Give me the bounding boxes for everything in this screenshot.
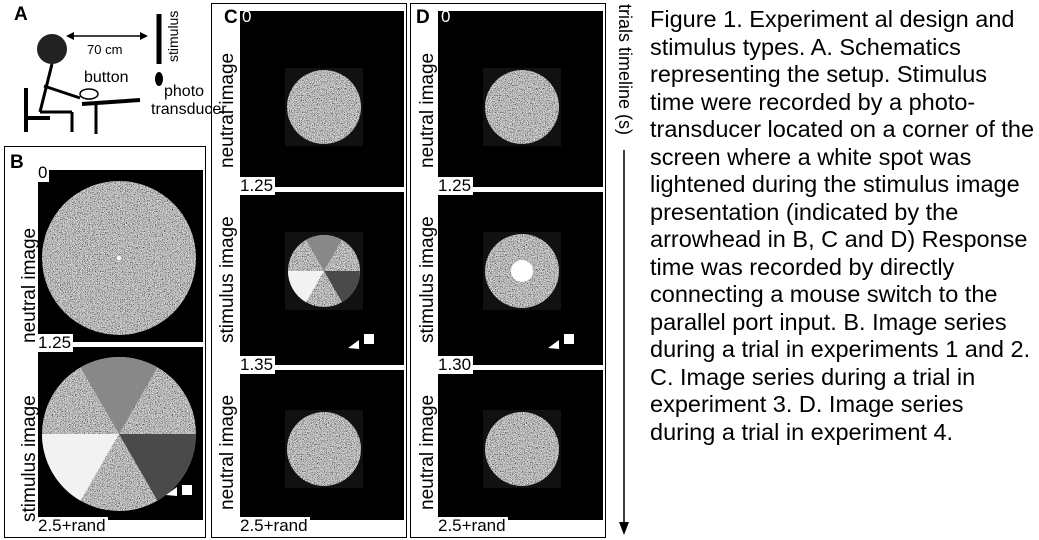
panel-c-time-0: 0 xyxy=(242,7,252,26)
panel-b-stimulus-frame xyxy=(38,347,203,520)
panel-c-label-mid: stimulus image xyxy=(217,216,238,343)
panel-a-letter: A xyxy=(14,4,28,25)
panel-c-time-3: 2.5+rand xyxy=(238,516,310,535)
figure-caption: Figure 1. Experiment al design and stimu… xyxy=(650,6,1035,445)
panel-c-label-bot: neutral image xyxy=(217,394,238,510)
panel-c-neutral-frame-2 xyxy=(240,370,404,520)
panel-b-letter: B xyxy=(10,152,24,173)
panel-d-neutral-frame-2 xyxy=(438,370,603,520)
panel-c-label-top: neutral image xyxy=(217,52,238,168)
setup-schematic xyxy=(24,14,163,134)
stimulus-label: stimulus xyxy=(165,10,181,62)
distance-label: 70 cm xyxy=(87,42,123,57)
panel-d-label-mid: stimulus image xyxy=(417,216,438,343)
panel-c-stimulus-frame xyxy=(240,192,404,365)
panel-d-time-1: 1.25 xyxy=(436,176,474,195)
panel-d-stimulus-frame xyxy=(438,192,603,365)
panel-b-label-neutral: neutral image xyxy=(19,227,40,343)
panel-d-letter: D xyxy=(416,7,430,28)
panel-d-time-0: 0 xyxy=(441,7,451,26)
panel-d-label-bot: neutral image xyxy=(417,394,438,510)
panel-d-time-2: 1.30 xyxy=(436,355,474,374)
panel-b-label-stimulus: stimulus image xyxy=(19,395,40,522)
panel-b-time-0: 0 xyxy=(36,163,50,182)
panel-c-letter: C xyxy=(224,7,238,28)
panel-d-time-3: 2.5+rand xyxy=(436,516,508,535)
panel-c-time-1: 1.25 xyxy=(238,176,276,195)
panel-c-neutral-frame-1 xyxy=(240,11,404,187)
timeline-arrow xyxy=(619,150,629,535)
panel-c-time-2: 1.35 xyxy=(238,355,276,374)
panel-b-time-2: 2.5+rand xyxy=(36,516,108,535)
panel-d-label-top: neutral image xyxy=(417,52,438,168)
button-label: button xyxy=(84,69,129,86)
photo-label: photo xyxy=(164,83,205,100)
panel-d-neutral-frame-1 xyxy=(438,11,603,187)
panel-b-time-1: 1.25 xyxy=(36,333,74,352)
transducer-label: transducer xyxy=(151,101,227,118)
panel-b-neutral-frame xyxy=(38,170,203,342)
timeline-label: trials timeline (s) xyxy=(615,4,635,136)
